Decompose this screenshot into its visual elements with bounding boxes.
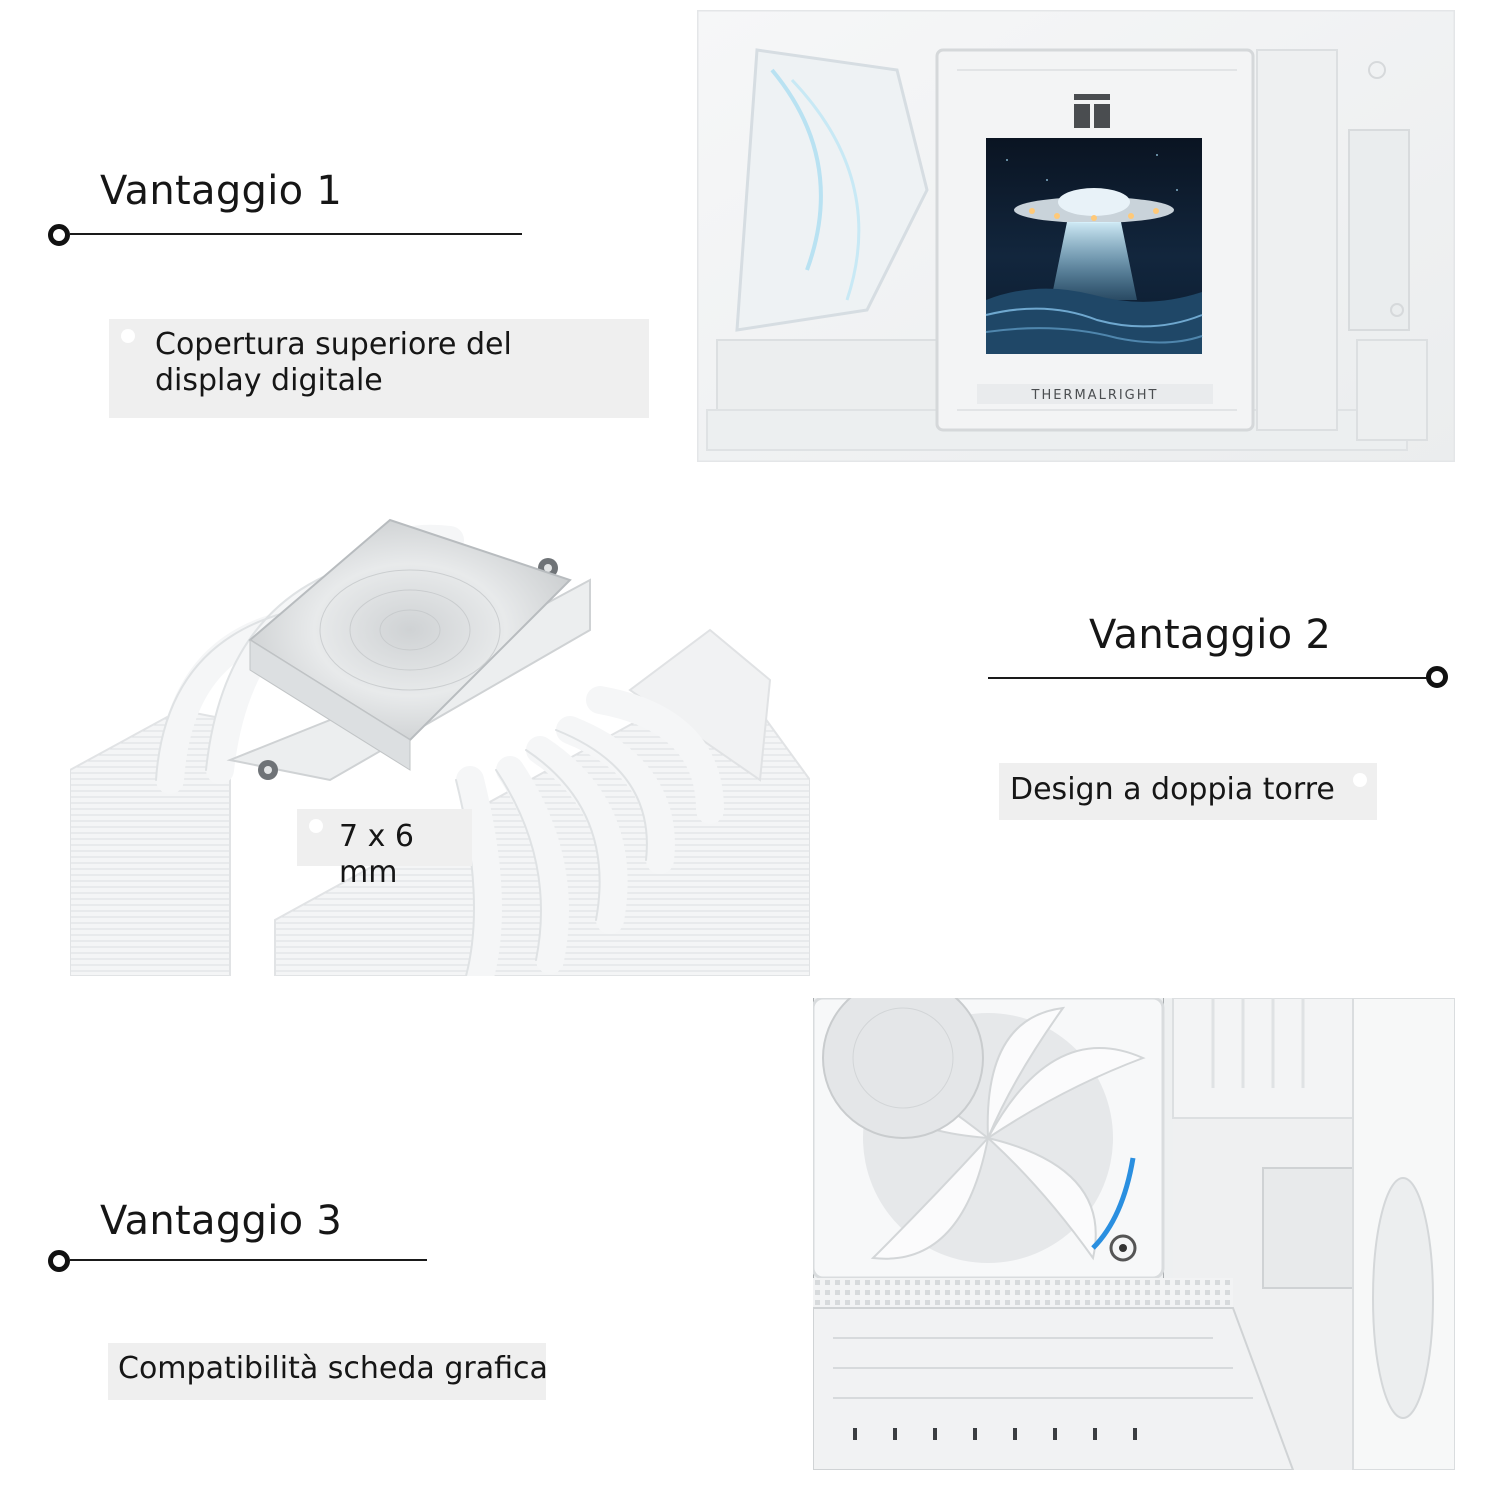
advantage-1-rule (70, 233, 522, 235)
advantage-3-title: Vantaggio 3 (100, 1198, 343, 1244)
advantage-2-title: Vantaggio 2 (1089, 612, 1332, 658)
brand-text: THERMALRIGHT (1031, 388, 1159, 403)
dual-tower-cooler-photo (70, 480, 810, 976)
advantage-2-marker (1426, 666, 1448, 688)
heatpipe-label: 7 x 6 mm (339, 819, 414, 890)
motherboard-display-photo: THERMALRIGHT (697, 10, 1455, 462)
advantage-2-rule (988, 677, 1428, 679)
advantage-1-title: Vantaggio 1 (100, 168, 343, 214)
advantage-3-caption: Compatibilità scheda grafica (118, 1351, 548, 1386)
heatpipe-label-box: 7 x 6 mm (297, 809, 472, 890)
advantage-1-marker (48, 224, 70, 246)
advantage-1-caption-box: Copertura superiore del display digitale (109, 319, 649, 418)
advantage-1-caption-line1: Copertura superiore del (155, 327, 512, 362)
fan-accent-light (1091, 1157, 1136, 1250)
caption-bullet-icon (121, 329, 135, 343)
advantage-1-caption-line2: display digitale (155, 363, 383, 398)
advantage-3-rule (70, 1259, 427, 1261)
gpu-compatibility-photo (813, 998, 1455, 1470)
advantage-3-marker (48, 1250, 70, 1272)
advantage-2-caption: Design a doppia torre (1010, 772, 1335, 807)
brand-logo (1074, 94, 1110, 128)
caption-bullet-icon (309, 819, 323, 833)
caption-bullet-icon (1353, 773, 1367, 787)
advantage-2-caption-box: Design a doppia torre (999, 763, 1377, 820)
advantage-3-caption-box: Compatibilità scheda grafica (108, 1343, 548, 1400)
